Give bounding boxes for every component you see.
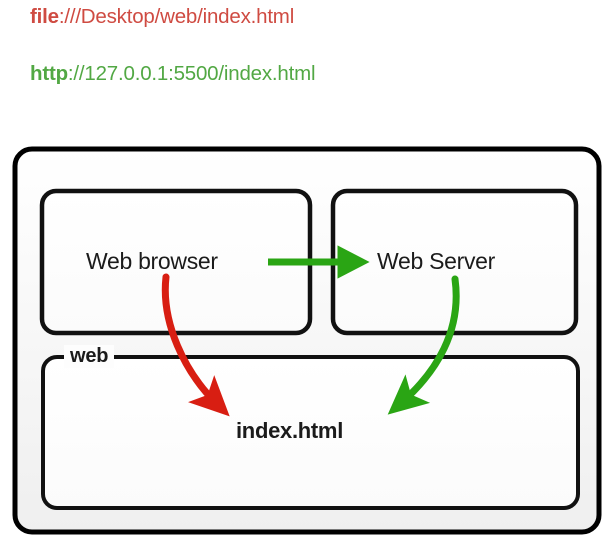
file-url-scheme: file [30, 5, 59, 28]
index-html-label: index.html [236, 418, 344, 443]
web-server-label: Web Server [377, 248, 496, 274]
web-folder-label: web [64, 345, 115, 368]
arrow-server-to-index [387, 275, 460, 415]
http-url-text: http://127.0.0.1:5500/index.html [30, 62, 316, 86]
http-url-scheme: http [30, 62, 68, 85]
file-url-text: file:///Desktop/web/index.html [30, 5, 294, 29]
file-url-path: :///Desktop/web/index.html [58, 5, 295, 28]
web-browser-label: Web browser [86, 248, 218, 274]
arrow-browser-to-index [161, 273, 230, 417]
http-url-path: ://127.0.0.1:5500/index.html [67, 62, 316, 85]
